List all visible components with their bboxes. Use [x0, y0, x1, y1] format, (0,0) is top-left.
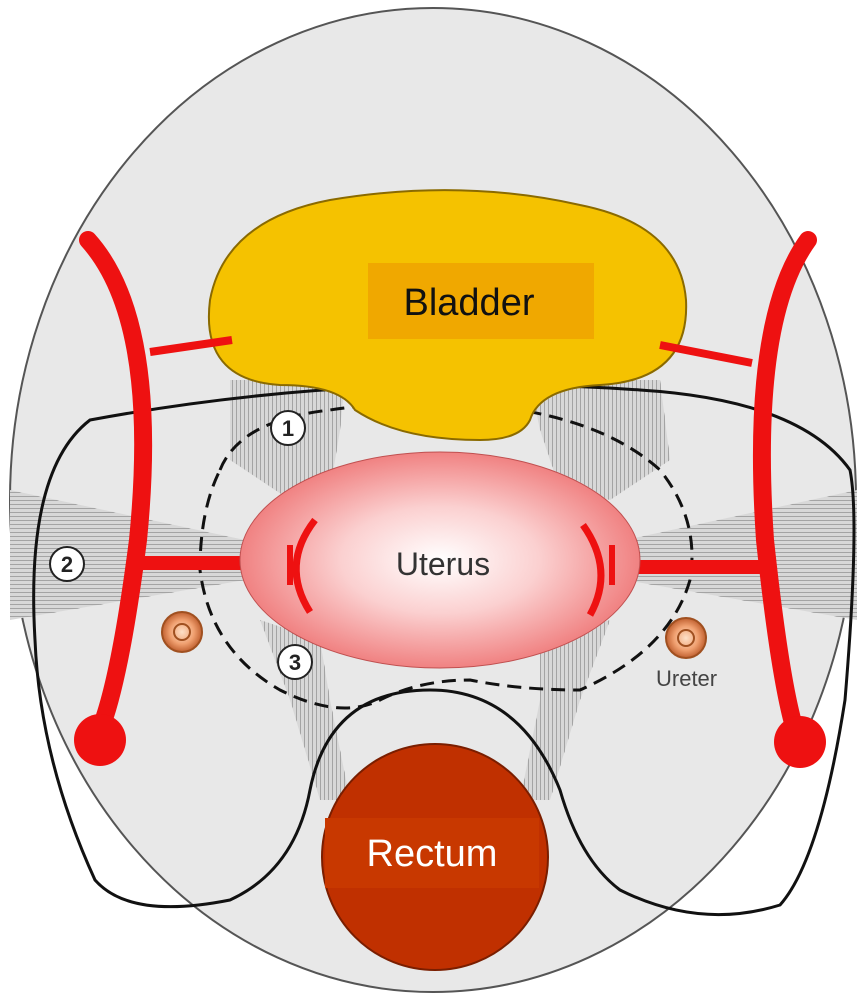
marker-3: 3 [289, 650, 301, 675]
marker-2: 2 [61, 552, 73, 577]
ureter-label: Ureter [656, 666, 717, 691]
uterus-label: Uterus [396, 546, 490, 582]
right-vessel-end [774, 716, 826, 768]
left-vessel-end [74, 714, 126, 766]
marker-1: 1 [282, 416, 294, 441]
ureter-left [162, 612, 202, 652]
bladder-label: Bladder [404, 282, 535, 324]
ureter-right [666, 618, 706, 658]
rectum-label: Rectum [367, 833, 498, 875]
